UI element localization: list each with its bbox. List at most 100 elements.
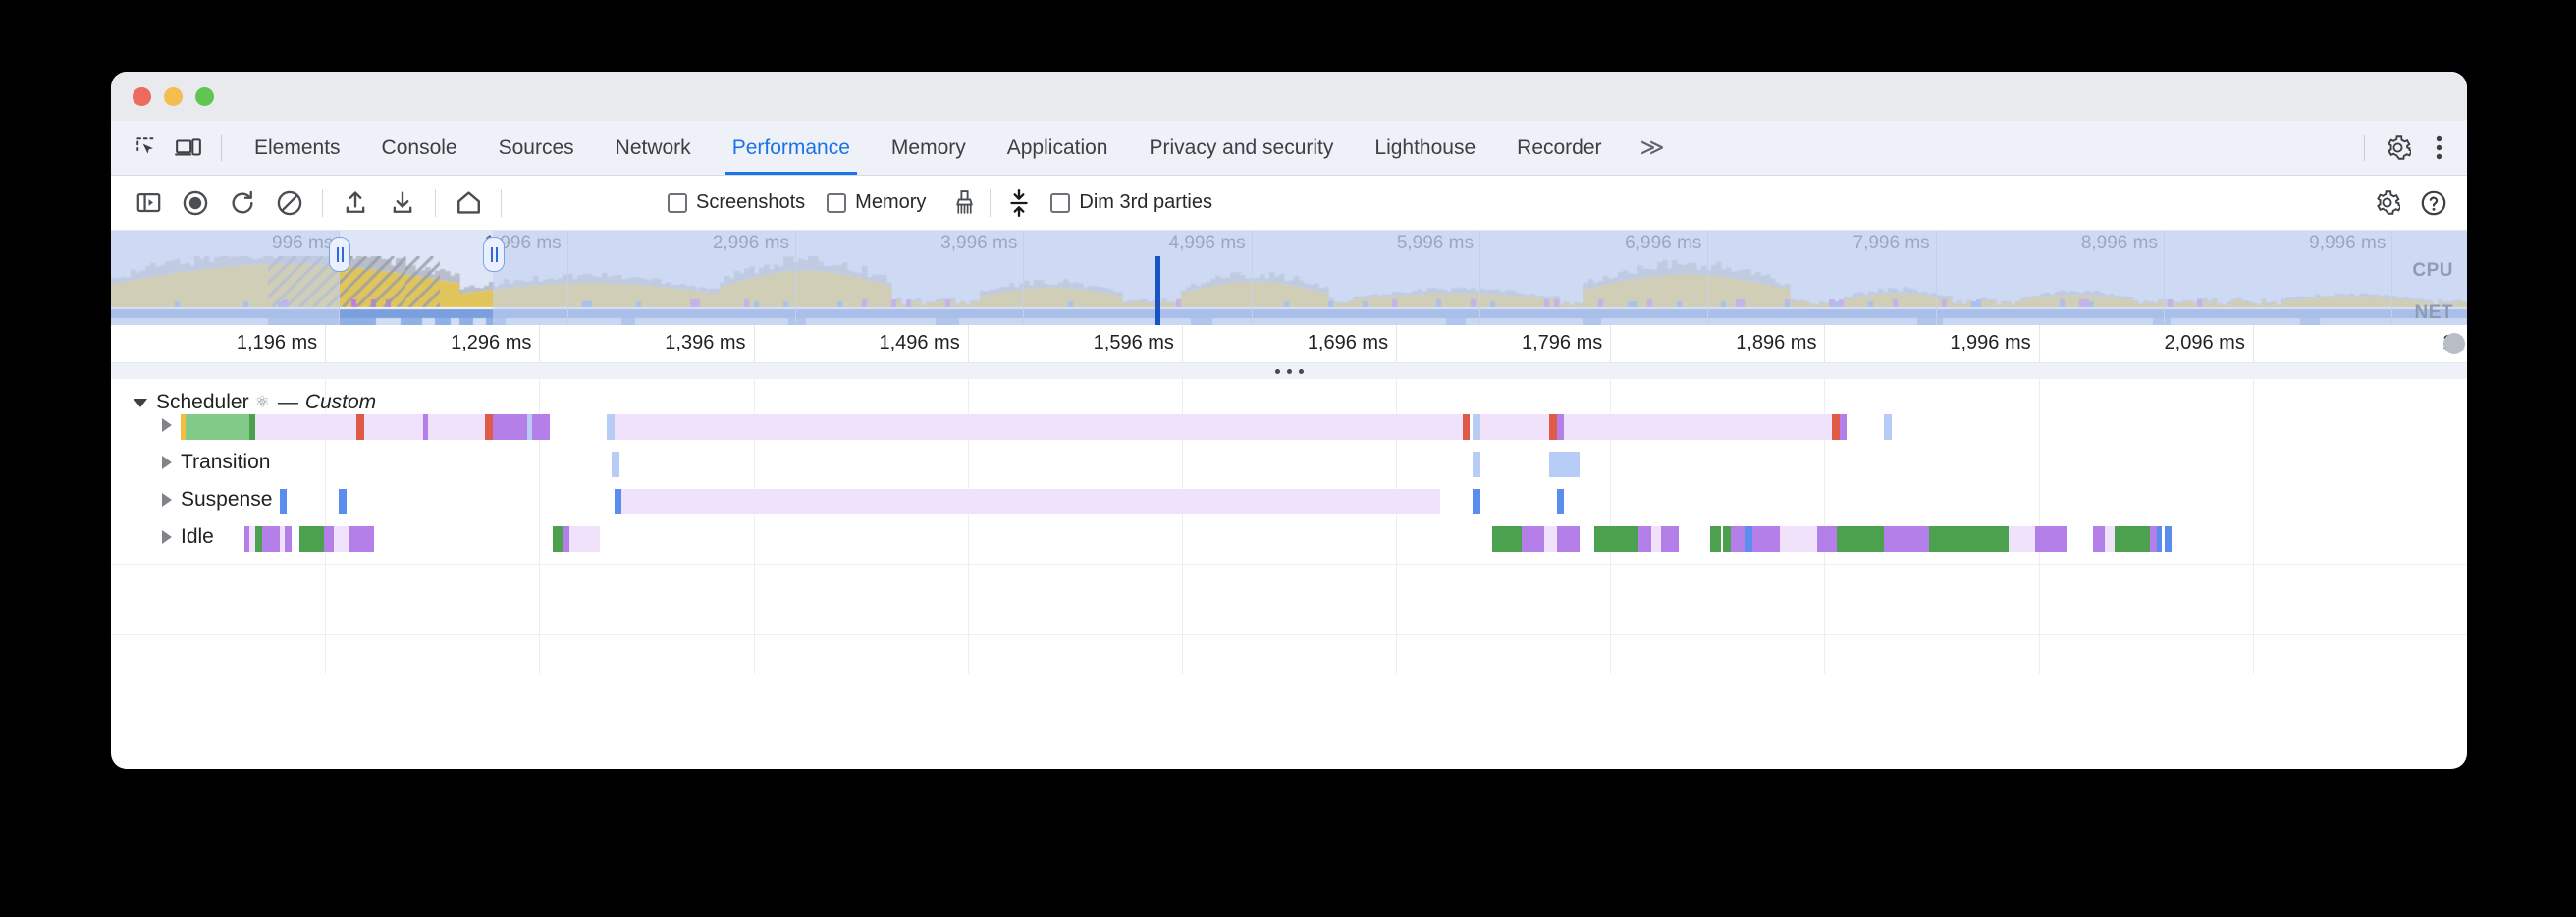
- flame-bar[interactable]: [1650, 526, 1661, 552]
- minimize-window-button[interactable]: [164, 86, 183, 106]
- flame-bar[interactable]: [552, 526, 563, 552]
- flame-bar[interactable]: [428, 414, 486, 440]
- flame-bar[interactable]: [1556, 414, 1565, 440]
- flame-bar[interactable]: [1884, 526, 1919, 552]
- overview-window-left-handle[interactable]: [329, 237, 350, 272]
- flame-bar[interactable]: [2115, 526, 2150, 552]
- garbage-collect-brush-icon[interactable]: [947, 184, 981, 223]
- flame-bar[interactable]: [423, 414, 429, 440]
- flame-bar[interactable]: [254, 414, 357, 440]
- flame-bar[interactable]: [562, 526, 570, 552]
- help-circle-icon[interactable]: [2410, 184, 2457, 223]
- flame-bar[interactable]: [1817, 526, 1838, 552]
- device-toolbar-icon[interactable]: [168, 129, 209, 168]
- flame-bar[interactable]: [2092, 526, 2106, 552]
- flame-bar[interactable]: [356, 414, 364, 440]
- reload-icon[interactable]: [219, 184, 266, 223]
- flame-bar[interactable]: [1780, 526, 1818, 552]
- upload-arrow-icon[interactable]: [332, 184, 379, 223]
- inspect-element-icon[interactable]: [127, 129, 168, 168]
- tab-network[interactable]: Network: [595, 121, 712, 175]
- flame-bar[interactable]: [1710, 526, 1721, 552]
- tab-privacy-and-security[interactable]: Privacy and security: [1128, 121, 1354, 175]
- flame-bar[interactable]: [607, 414, 615, 440]
- flame-chart[interactable]: Scheduler ⚛ — Custom Blocking Transition…: [111, 379, 2467, 674]
- flame-bar[interactable]: [614, 414, 1463, 440]
- flame-bar[interactable]: [1752, 526, 1781, 552]
- flame-bar[interactable]: [284, 526, 293, 552]
- flame-bar[interactable]: [532, 414, 551, 440]
- flame-bar[interactable]: [614, 489, 622, 514]
- flame-bar[interactable]: [279, 489, 288, 514]
- gear-icon[interactable]: [2363, 184, 2410, 223]
- flame-bar[interactable]: [1472, 489, 1480, 514]
- flame-bar[interactable]: [2149, 526, 2158, 552]
- flame-bar[interactable]: [1884, 414, 1892, 440]
- tab-recorder[interactable]: Recorder: [1496, 121, 1622, 175]
- flame-bar[interactable]: [1549, 452, 1580, 477]
- flame-bar[interactable]: [1744, 526, 1753, 552]
- sidebar-icon[interactable]: [125, 184, 172, 223]
- flame-bar[interactable]: [1638, 526, 1651, 552]
- more-tabs-button[interactable]: ≫: [1623, 121, 1683, 175]
- flame-bar[interactable]: [1593, 526, 1639, 552]
- track-suspense[interactable]: Suspense: [162, 488, 272, 512]
- flame-bar[interactable]: [1660, 526, 1679, 552]
- flame-bar[interactable]: [299, 526, 325, 552]
- flame-bar[interactable]: [363, 414, 424, 440]
- chevron-down-icon[interactable]: [134, 398, 147, 407]
- flame-bar[interactable]: [262, 526, 280, 552]
- tab-application[interactable]: Application: [987, 121, 1129, 175]
- flame-bar[interactable]: [1492, 526, 1523, 552]
- flame-bar[interactable]: [349, 526, 374, 552]
- track-idle[interactable]: Idle: [162, 525, 214, 549]
- gear-icon[interactable]: [2377, 129, 2418, 168]
- flame-bar[interactable]: [1549, 414, 1557, 440]
- flame-bar[interactable]: [1556, 489, 1565, 514]
- screenshots-checkbox[interactable]: Screenshots: [668, 191, 805, 214]
- flame-bar[interactable]: [569, 526, 600, 552]
- home-icon[interactable]: [445, 184, 492, 223]
- memory-checkbox[interactable]: Memory: [827, 191, 926, 214]
- flame-bar[interactable]: [324, 526, 335, 552]
- flame-bar[interactable]: [334, 526, 349, 552]
- timeline-overview[interactable]: 996 ms1,996 ms2,996 ms3,996 ms4,996 ms5,…: [111, 231, 2467, 325]
- flame-bar[interactable]: [1839, 414, 1848, 440]
- flame-bar[interactable]: [2008, 526, 2036, 552]
- flame-bar[interactable]: [1730, 526, 1745, 552]
- chevron-right-icon[interactable]: [162, 418, 172, 432]
- flame-bar[interactable]: [180, 414, 186, 440]
- flame-bar[interactable]: [1472, 452, 1480, 477]
- flame-bar[interactable]: [185, 414, 250, 440]
- track-transition[interactable]: Transition: [162, 451, 270, 474]
- chevron-right-icon[interactable]: [162, 530, 172, 544]
- chevron-right-icon[interactable]: [162, 493, 172, 507]
- clear-slash-icon[interactable]: [266, 184, 313, 223]
- flame-bar[interactable]: [249, 414, 255, 440]
- flame-bar[interactable]: [1556, 526, 1580, 552]
- drag-handle-dots[interactable]: [111, 363, 2467, 380]
- flame-bar[interactable]: [2164, 526, 2173, 552]
- flame-bar[interactable]: [527, 414, 533, 440]
- chevron-right-icon[interactable]: [162, 456, 172, 469]
- flame-bar[interactable]: [279, 526, 285, 552]
- flame-bar[interactable]: [493, 414, 501, 440]
- flame-bar[interactable]: [249, 526, 255, 552]
- flame-bar[interactable]: [1479, 414, 1550, 440]
- tab-performance[interactable]: Performance: [712, 121, 871, 175]
- flame-bar[interactable]: [244, 526, 250, 552]
- flame-bar[interactable]: [1522, 526, 1545, 552]
- tab-sources[interactable]: Sources: [478, 121, 595, 175]
- flame-bar[interactable]: [485, 414, 494, 440]
- flame-bar[interactable]: [1564, 414, 1833, 440]
- tab-elements[interactable]: Elements: [234, 121, 361, 175]
- flame-bar[interactable]: [621, 489, 1441, 514]
- collapse-arrows-icon[interactable]: [999, 184, 1039, 223]
- resizer-strip[interactable]: [111, 363, 2467, 380]
- tab-memory[interactable]: Memory: [871, 121, 987, 175]
- flame-bar[interactable]: [1832, 414, 1840, 440]
- flame-bar[interactable]: [500, 414, 528, 440]
- flame-bar[interactable]: [1472, 414, 1480, 440]
- horizontal-scrollbar-thumb[interactable]: [2443, 333, 2465, 354]
